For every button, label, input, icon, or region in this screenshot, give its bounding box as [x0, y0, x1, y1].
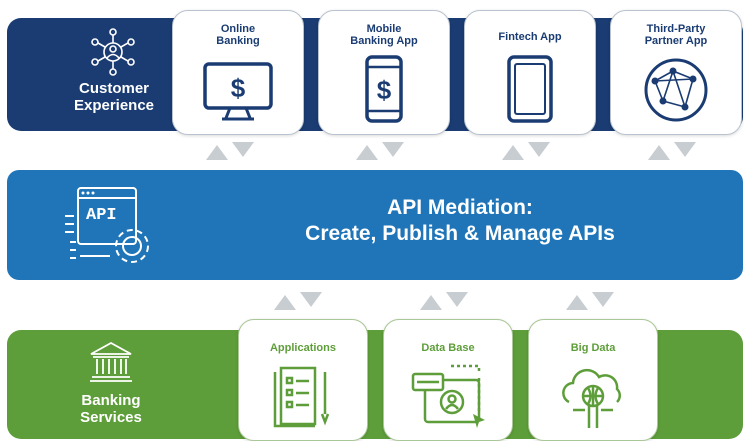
customer-network-icon [91, 28, 135, 76]
channel-label-line2: Banking App [350, 35, 418, 47]
monitor-dollar-icon: $ [203, 62, 273, 121]
channel-label-line2: Partner App [644, 35, 708, 47]
exchange-arrows-icon [274, 292, 322, 310]
service-card-applications[interactable]: Applications [238, 319, 368, 441]
channel-label: Online Banking [173, 23, 303, 47]
channel-label-line2: Banking [216, 35, 260, 47]
service-label: Big Data [570, 342, 616, 354]
service-label: Data Base [421, 342, 475, 354]
customer-experience-label: Customer Experience [62, 80, 166, 114]
channel-card-third-party[interactable]: Third-Party Partner App [610, 10, 742, 135]
api-title-line2: Create, Publish & Manage APIs [305, 222, 615, 245]
channel-card-mobile-banking[interactable]: Mobile Banking App $ [318, 10, 450, 135]
database-user-icon [411, 364, 485, 428]
exchange-arrows-icon [420, 292, 468, 310]
service-card-big-data[interactable]: Big Data [528, 319, 658, 441]
channel-card-fintech-app[interactable]: Fintech App [464, 10, 596, 135]
service-card-data-base[interactable]: Data Base [383, 319, 513, 441]
channel-label: Third-Party Partner App [611, 23, 741, 47]
banking-label-line2: Services [80, 409, 142, 426]
api-title-line1: API Mediation: [387, 196, 533, 219]
exchange-arrows-icon [356, 142, 404, 160]
exchange-arrows-icon [502, 142, 550, 160]
channel-label-line1: Online [220, 23, 256, 35]
channel-label-line1: Third-Party [646, 23, 706, 35]
channel-card-online-banking[interactable]: Online Banking $ [172, 10, 304, 135]
exchange-arrows-icon [206, 142, 254, 160]
banking-services-label: Banking Services [64, 392, 158, 426]
channel-label-line1: Fintech App [498, 31, 562, 43]
bank-building-icon [90, 341, 132, 382]
customer-label-line2: Experience [73, 97, 155, 114]
channel-label-line1: Mobile [366, 23, 402, 35]
api-mediation-title: API Mediation: Create, Publish & Manage … [200, 195, 720, 247]
document-list-icon [273, 366, 330, 428]
cloud-network-icon [562, 368, 622, 428]
channel-label: Mobile Banking App [319, 23, 449, 47]
tablet-icon [507, 55, 553, 123]
service-label: Applications [269, 342, 336, 354]
svg-text:$: $ [231, 73, 246, 103]
api-icon-label: API [86, 206, 117, 225]
channel-label: Fintech App [465, 31, 595, 43]
customer-label-line1: Customer [78, 80, 149, 97]
api-gear-icon: API [65, 187, 149, 263]
banking-label-line1: Banking [81, 392, 141, 409]
globe-network-icon [644, 58, 708, 122]
exchange-arrows-icon [648, 142, 696, 160]
smartphone-dollar-icon: $ [365, 55, 403, 123]
exchange-arrows-icon [566, 292, 614, 310]
svg-text:$: $ [377, 75, 392, 105]
